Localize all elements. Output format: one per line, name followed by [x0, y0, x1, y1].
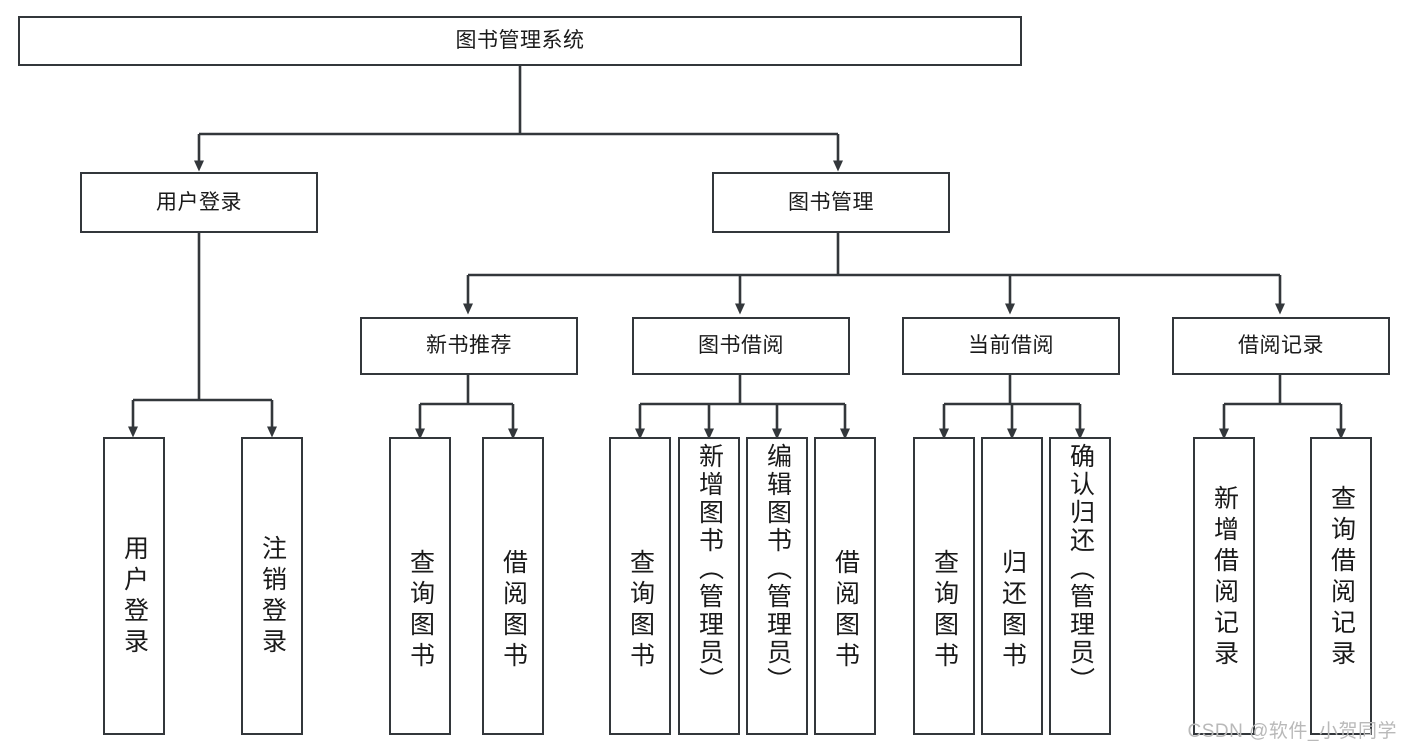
node-book-management[interactable]: 图书管理 — [712, 172, 950, 233]
leaf-query-book-recommend[interactable]: 查询图书 — [389, 437, 451, 735]
node-borrow-record[interactable]: 借阅记录 — [1172, 317, 1390, 375]
node-root-book-management-system[interactable]: 图书管理系统 — [18, 16, 1022, 66]
leaf-add-book-admin[interactable]: 新增图书（管理员） — [678, 437, 740, 735]
node-book-borrow[interactable]: 图书借阅 — [632, 317, 850, 375]
node-label: 当前借阅 — [968, 334, 1054, 358]
leaf-label: 新增借阅记录 — [1210, 485, 1239, 671]
leaf-label: 查询图书 — [930, 549, 959, 673]
watermark-text: CSDN @软件_小贺同学 — [1187, 721, 1397, 742]
node-user-login[interactable]: 用户登录 — [80, 172, 318, 233]
leaf-user-login[interactable]: 用户登录 — [103, 437, 165, 735]
node-new-book-recommend[interactable]: 新书推荐 — [360, 317, 578, 375]
node-label: 图书管理 — [788, 190, 874, 214]
leaf-label: 归还图书 — [998, 549, 1027, 673]
node-label: 图书管理系统 — [455, 29, 585, 53]
node-label: 图书借阅 — [698, 334, 784, 358]
leaf-label: 用户登录 — [120, 535, 149, 659]
leaf-add-borrow-record[interactable]: 新增借阅记录 — [1193, 437, 1255, 735]
leaf-label: 注销登录 — [258, 535, 287, 659]
leaf-label: 新增图书（管理员） — [695, 443, 724, 695]
node-label: 用户登录 — [156, 190, 242, 214]
leaf-label: 查询图书 — [626, 549, 655, 673]
leaf-query-borrow-record[interactable]: 查询借阅记录 — [1310, 437, 1372, 735]
leaf-confirm-return-admin[interactable]: 确认归还（管理员） — [1049, 437, 1111, 735]
leaf-borrow-book[interactable]: 借阅图书 — [814, 437, 876, 735]
leaf-query-book-borrow[interactable]: 查询图书 — [609, 437, 671, 735]
leaf-label: 确认归还（管理员） — [1066, 443, 1095, 695]
node-current-borrow[interactable]: 当前借阅 — [902, 317, 1120, 375]
node-label: 借阅记录 — [1238, 334, 1324, 358]
leaf-return-book[interactable]: 归还图书 — [981, 437, 1043, 735]
leaf-query-book-current[interactable]: 查询图书 — [913, 437, 975, 735]
node-label: 新书推荐 — [426, 334, 512, 358]
leaf-edit-book-admin[interactable]: 编辑图书（管理员） — [746, 437, 808, 735]
leaf-label: 编辑图书（管理员） — [763, 443, 792, 695]
leaf-label: 借阅图书 — [499, 549, 528, 673]
leaf-logout[interactable]: 注销登录 — [241, 437, 303, 735]
leaf-borrow-book-recommend[interactable]: 借阅图书 — [482, 437, 544, 735]
leaf-label: 查询借阅记录 — [1327, 485, 1356, 671]
leaf-label: 查询图书 — [406, 549, 435, 673]
leaf-label: 借阅图书 — [831, 549, 860, 673]
